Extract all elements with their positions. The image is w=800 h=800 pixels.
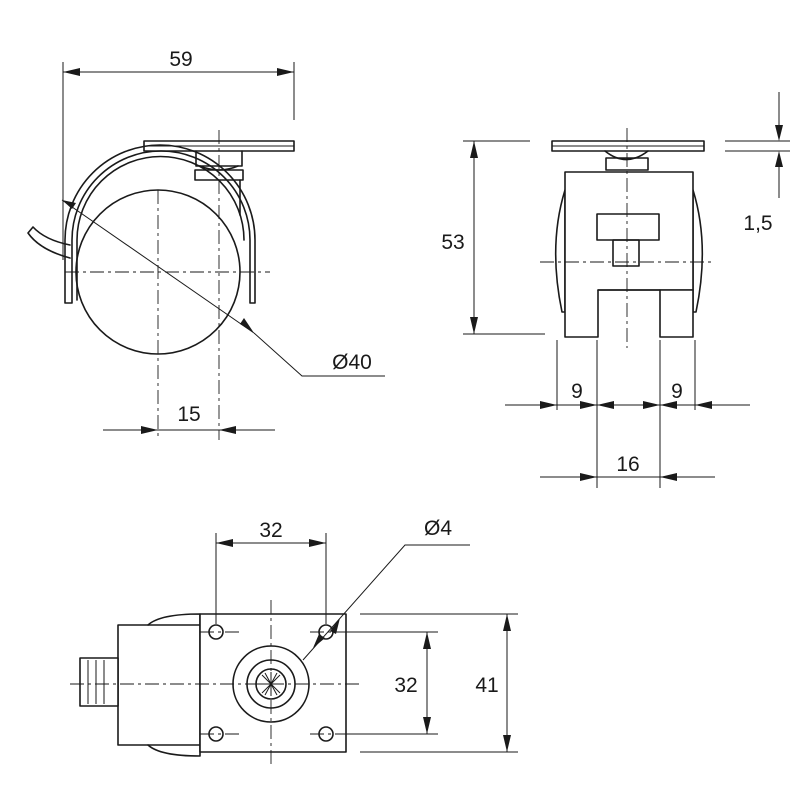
- dim-wheel-diameter: Ø40: [332, 351, 372, 374]
- front-wheel-left: [554, 189, 566, 313]
- dim-plate-width: 41: [475, 674, 498, 697]
- side-view: 59 Ø40 15: [27, 48, 385, 440]
- top-brake-knob: [79, 657, 119, 707]
- top-view: 32 Ø4 32 41: [70, 517, 518, 765]
- dim-hole-diameter: Ø4: [424, 517, 452, 540]
- dim-plate-thickness: 1,5: [743, 212, 772, 235]
- dim-swivel-offset: 15: [177, 403, 200, 426]
- dim-inner-gap: 16: [616, 453, 639, 476]
- front-wheel-right: [692, 189, 704, 313]
- dim-hole-spacing-y: 32: [394, 674, 417, 697]
- dim-leg-left: 9: [571, 380, 583, 403]
- front-view: 53 1,5 9 9 16: [441, 92, 790, 488]
- dim-overall-width: 59: [169, 48, 192, 71]
- dim-hole-spacing-x: 32: [259, 519, 282, 542]
- side-brake-lever: [27, 226, 71, 259]
- dim-leg-right: 9: [671, 380, 683, 403]
- side-wheel-cover: [64, 144, 256, 304]
- top-wheel-housing: [117, 624, 201, 746]
- dim-overall-height: 53: [441, 231, 464, 254]
